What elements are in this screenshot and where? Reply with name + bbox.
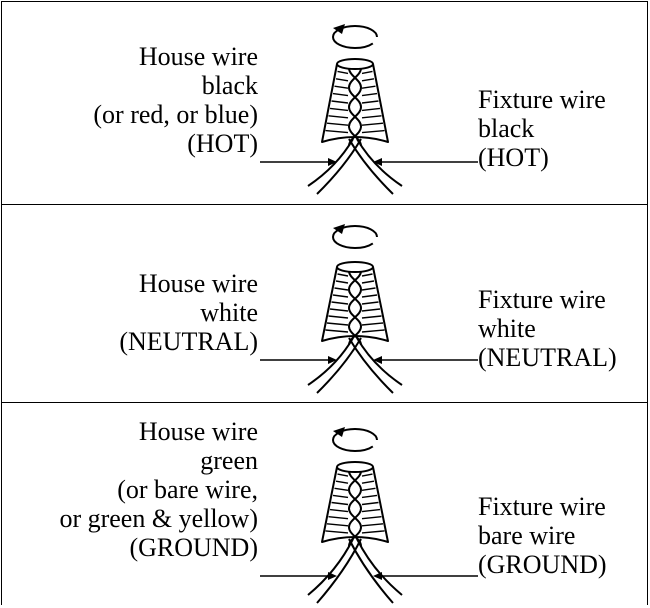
house-wire-label: House wire black (or red, or blue) (HOT)	[93, 42, 258, 158]
fixture-wire-leader	[373, 356, 478, 364]
wire-nut-icon	[321, 261, 389, 346]
hot-connection-panel: House wire black (or red, or blue) (HOT)…	[1, 1, 648, 205]
label-line: white	[200, 298, 258, 327]
label-line: (HOT)	[478, 143, 549, 172]
house-wire-leader	[260, 158, 337, 166]
label-line: green	[200, 446, 258, 475]
fixture-wire-label: Fixture wire bare wire (GROUND)	[478, 492, 607, 579]
label-line: (or bare wire,	[117, 475, 258, 504]
twist-rotation-arrow-icon	[332, 224, 378, 249]
label-line: black	[478, 114, 535, 143]
ground-connection-panel: House wire green (or bare wire, or green…	[1, 402, 648, 605]
label-line: House wire	[138, 42, 258, 71]
fixture-wire-leader	[373, 572, 478, 580]
wire-nut-illustration	[260, 24, 478, 195]
label-line: Fixture wire	[478, 285, 606, 314]
neutral-connection-panel: House wire white (NEUTRAL) Fixture wire …	[1, 204, 648, 403]
fixture-wire-leader	[373, 158, 478, 166]
house-wire-leader	[260, 356, 337, 364]
fixture-wire-label: Fixture wire white (NEUTRAL)	[478, 285, 617, 372]
wire-ends	[307, 138, 403, 195]
wire-nut-illustration	[260, 224, 478, 394]
wire-nut-icon	[321, 461, 389, 547]
house-wire-label: House wire white (NEUTRAL)	[119, 269, 258, 356]
twist-rotation-arrow-icon	[332, 24, 378, 49]
label-line: (GROUND)	[129, 533, 258, 562]
label-line: (NEUTRAL)	[478, 343, 617, 372]
wire-nut-icon	[321, 58, 389, 147]
label-line: (HOT)	[187, 129, 258, 158]
label-line: House wire	[138, 417, 258, 446]
wire-ends	[307, 337, 403, 394]
label-line: black	[201, 71, 258, 100]
house-wire-leader	[260, 572, 337, 580]
label-line: or green & yellow)	[59, 504, 258, 533]
house-wire-label: House wire green (or bare wire, or green…	[59, 417, 258, 562]
wire-ends	[307, 538, 403, 604]
label-line: white	[478, 314, 536, 343]
twist-rotation-arrow-icon	[332, 427, 378, 452]
label-line: Fixture wire	[478, 85, 606, 114]
wire-nut-illustration	[260, 427, 478, 604]
label-line: House wire	[138, 269, 258, 298]
label-line: (or red, or blue)	[93, 100, 258, 129]
label-line: (GROUND)	[478, 550, 607, 579]
label-line: bare wire	[478, 521, 576, 550]
fixture-wire-label: Fixture wire black (HOT)	[478, 85, 606, 172]
label-line: Fixture wire	[478, 492, 606, 521]
label-line: (NEUTRAL)	[119, 327, 258, 356]
